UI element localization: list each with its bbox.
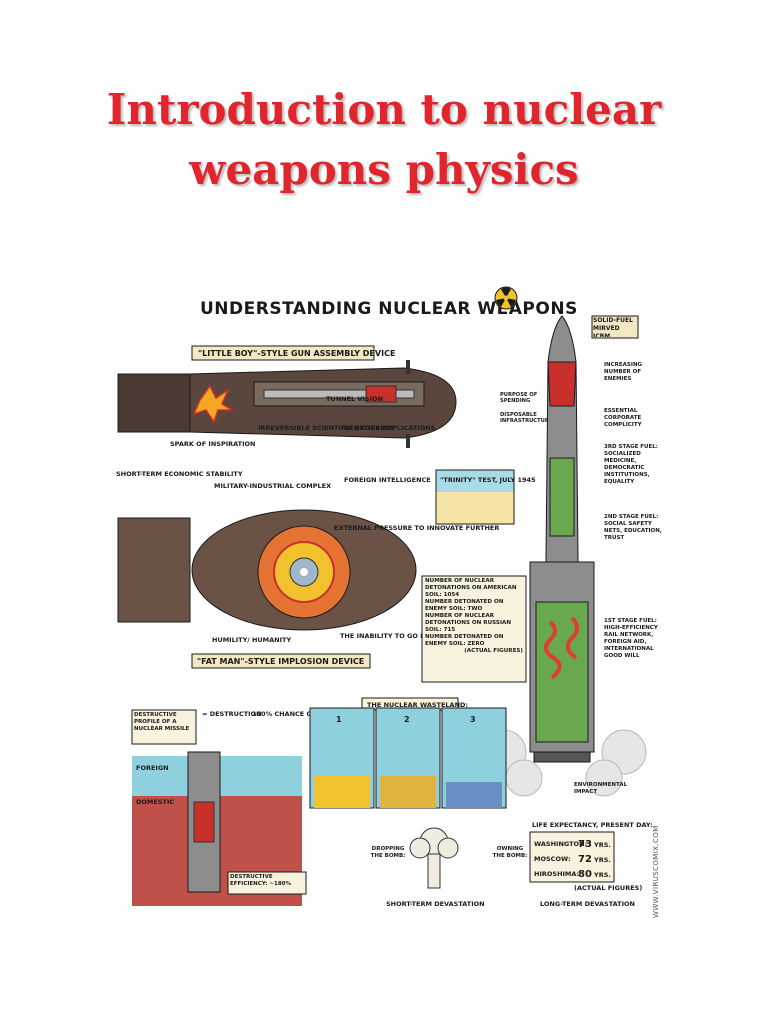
svg-text:80: 80 <box>578 869 592 880</box>
svg-text:HIROSHIMA:: HIROSHIMA: <box>534 870 579 878</box>
little-boy-label: "LITTLE BOY"-STYLE GUN ASSEMBLY DEVICE <box>198 349 395 358</box>
destructive-profile-panel <box>132 751 302 906</box>
wasteland-panel-3-number: 3 <box>470 715 476 724</box>
efficiency-box <box>227 871 307 895</box>
svg-text:YRS.: YRS. <box>593 841 611 849</box>
domestic-label: DOMESTIC <box>136 798 174 806</box>
trinity-caption: "TRINITY" TEST, JULY 1945 <box>440 476 536 484</box>
comic-heading: UNDERSTANDING NUCLEAR WEAPONS <box>200 299 578 319</box>
short-term-devastation-label: SHORT-TERM DEVASTATION <box>386 900 485 908</box>
trinity-panel <box>435 469 515 525</box>
humility-label: HUMILITY/ HUMANITY <box>212 636 291 644</box>
external-pressure-label: EXTERNAL PRESSURE TO INNOVATE FURTHER <box>334 524 499 532</box>
life-expectancy-row-moscow: MOSCOW: 72 YRS. <box>534 854 611 865</box>
life-expectancy-row-washington: WASHINGTON: 73 YRS. <box>534 839 611 850</box>
corporate-complicity-label: ESSENTIAL CORPORATE COMPLICITY <box>604 408 642 428</box>
purpose-of-spending-label: PURPOSE OF SPENDING <box>500 392 538 404</box>
stage-3-fuel-label: 3RD STAGE FUEL: SOCIALIZED MEDICINE, DEM… <box>604 444 658 485</box>
nuclear-weapons-comic: UNDERSTANDING NUCLEAR WEAPONS "LITTLE BO… <box>104 282 664 922</box>
detonations-line-1: NUMBER OF NUCLEAR DETONATIONS ON AMERICA… <box>425 578 517 598</box>
life-expectancy-note: (ACTUAL FIGURES) <box>574 884 642 892</box>
icbm-label-box <box>591 315 639 339</box>
comic-illustration: UNDERSTANDING NUCLEAR WEAPONS "LITTLE BO… <box>116 286 662 918</box>
mushroom-cloud <box>409 827 459 889</box>
destructive-profile-box <box>131 709 197 745</box>
life-expectancy-title: LIFE EXPECTANCY, PRESENT DAY: <box>532 821 653 829</box>
long-term-devastation-label: LONG-TERM DEVASTATION <box>540 900 635 908</box>
stage-2-fuel-label: 2ND STAGE FUEL: SOCIAL SAFETY NETS, EDUC… <box>604 514 662 541</box>
detonations-note: (ACTUAL FIGURES) <box>464 648 523 654</box>
irreversible-progress-label: IRREVERSIBLE SCIENTIFIC PROGRESS <box>258 424 394 432</box>
wasteland-panel-2 <box>375 707 441 809</box>
retaliation-label: 100% CHANCE OF RETALIATION <box>252 710 366 718</box>
wasteland-panel-1-number: 1 <box>336 715 342 724</box>
dropping-bomb-label: DROPPING THE BOMB: <box>370 846 406 859</box>
icbm-rocket <box>529 315 595 763</box>
svg-text:MOSCOW:: MOSCOW: <box>534 855 571 863</box>
destruction-legend: = DESTRUCTION <box>202 710 262 718</box>
detonations-box <box>421 575 527 683</box>
document-title: Introduction to nuclear weapons physics <box>0 80 768 200</box>
increasing-enemies-label: INCREASING NUMBER OF ENEMIES <box>604 362 643 382</box>
svg-text:73: 73 <box>578 839 592 850</box>
wasteland-panel-1 <box>309 707 375 809</box>
detonations-line-2: NUMBER DETONATED ON ENEMY SOIL: TWO <box>425 599 504 612</box>
destructive-efficiency-label: DESTRUCTIVE EFFICIENCY: ~180% <box>230 874 292 887</box>
svg-text:YRS.: YRS. <box>593 871 611 879</box>
foreign-intelligence-label: FOREIGN INTELLIGENCE <box>344 476 431 484</box>
fat-man-label: "FAT MAN"-STYLE IMPLOSION DEVICE <box>197 657 364 666</box>
wasteland-panel-2-number: 2 <box>404 715 410 724</box>
wasteland-panel-3 <box>441 707 507 809</box>
tunnel-vision-label: TUNNEL VISION <box>326 395 383 403</box>
credit-url: WWW.VIRUSCOMIX.COM <box>652 825 660 918</box>
disposable-infrastructure-label: DISPOSABLE INFRASTRUCTURE <box>500 412 548 424</box>
military-industrial-label: MILITARY-INDUSTRIAL COMPLEX <box>214 482 331 490</box>
wasteland-title: THE NUCLEAR WASTELAND: <box>367 701 468 709</box>
icbm-label: SOLID-FUEL MIRVED ICBM <box>593 317 633 337</box>
inability-label: THE INABILITY TO GO BACK <box>340 632 441 640</box>
life-expectancy-row-hiroshima: HIROSHIMA: 80 YRS. <box>534 869 611 880</box>
negative-applications-label: NEGATIVE APPLICATIONS <box>344 424 436 432</box>
radiation-icon <box>494 286 518 310</box>
destructive-profile-label: DESTRUCTIVE PROFILE OF A NUCLEAR MISSILE <box>134 712 190 732</box>
fat-man-label-box <box>191 653 371 669</box>
stage-1-fuel-label: 1ST STAGE FUEL: HIGH-EFFICIENCY RAIL NET… <box>604 618 658 659</box>
document-title-line-2: weapons physics <box>189 145 579 194</box>
environmental-impact-label: ENVIRONMENTAL IMPACT <box>574 782 628 795</box>
svg-text:WASHINGTON:: WASHINGTON: <box>534 840 587 848</box>
fat-man-bomb <box>117 509 417 631</box>
foreign-label: FOREIGN <box>136 764 169 772</box>
svg-text:72: 72 <box>578 854 592 865</box>
detonations-line-4: NUMBER DETONATED ON ENEMY SOIL: ZERO <box>425 634 504 647</box>
detonations-line-3: NUMBER OF NUCLEAR DETONATIONS ON RUSSIAN… <box>425 613 512 633</box>
short-term-stability-label: SHORT-TERM ECONOMIC STABILITY <box>116 470 243 478</box>
owning-bomb-label: OWNING THE BOMB: <box>492 846 528 859</box>
little-boy-label-box <box>191 345 375 361</box>
svg-text:YRS.: YRS. <box>593 856 611 864</box>
spark-of-inspiration-label: SPARK OF INSPIRATION <box>170 440 255 448</box>
life-expectancy-box <box>529 831 615 883</box>
document-title-line-1: Introduction to nuclear <box>106 85 662 134</box>
little-boy-bomb <box>117 360 457 448</box>
